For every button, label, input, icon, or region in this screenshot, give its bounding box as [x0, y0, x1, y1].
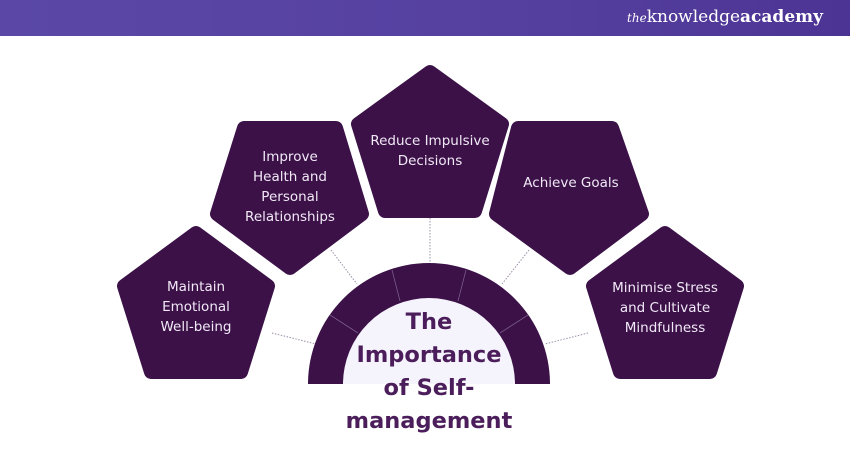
- logo-main: knowledge: [646, 7, 741, 27]
- header-bar: theknowledgeacademy: [0, 0, 850, 36]
- brand-logo: theknowledgeacademy: [627, 7, 823, 27]
- label-line: Well-being: [160, 319, 232, 335]
- diagram-title: The Importance of Self- management: [329, 306, 529, 438]
- label-reduce-impulsive-decisions: Reduce Impulsive Decisions: [345, 131, 515, 171]
- label-line: and Cultivate: [619, 300, 711, 316]
- logo-bold: academy: [740, 7, 823, 27]
- label-line: Mindfulness: [624, 320, 706, 336]
- label-improve-health: Improve Health and Personal Relationship…: [205, 147, 375, 227]
- label-line: Improve: [262, 149, 318, 165]
- label-line: Reduce Impulsive: [370, 133, 490, 149]
- arch-divider: [499, 314, 529, 334]
- arch-divider: [329, 314, 359, 334]
- arch-inner-fill: [343, 298, 515, 384]
- pentagon-maintain-emotional-wellbeing: [117, 226, 275, 379]
- pentagon-reduce-impulsive-decisions: [351, 65, 509, 218]
- pentagon-improve-health: [210, 121, 369, 275]
- label-line: Personal: [261, 189, 319, 205]
- connector-5: [544, 332, 589, 345]
- connector-2: [330, 249, 358, 285]
- title-line: The: [405, 309, 453, 335]
- label-line: Maintain: [166, 279, 226, 295]
- title-line: Importance: [356, 342, 502, 368]
- pentagon-minimise-stress: [586, 226, 744, 379]
- arch-divider: [457, 269, 467, 302]
- label-line: Health and: [252, 169, 328, 185]
- title-line: management: [345, 408, 513, 434]
- label-achieve-goals: Achieve Goals: [486, 173, 656, 193]
- arch-divider: [391, 269, 401, 302]
- label-line: Decisions: [397, 153, 463, 169]
- logo-prefix: the: [627, 11, 647, 25]
- label-line: Achieve Goals: [523, 175, 619, 191]
- title-line: of Self-: [383, 375, 475, 401]
- arch-ring: [308, 263, 550, 384]
- arch-dividers: [329, 269, 529, 334]
- label-line: Minimise Stress: [612, 280, 718, 296]
- pentagon-achieve-goals: [489, 121, 649, 275]
- label-line: Emotional: [162, 299, 230, 315]
- label-minimise-stress: Minimise Stress and Cultivate Mindfulnes…: [580, 278, 750, 338]
- label-line: Relationships: [245, 209, 335, 225]
- connector-4: [501, 249, 530, 285]
- label-maintain-emotional-wellbeing: Maintain Emotional Well-being: [111, 277, 281, 337]
- connectors: [271, 218, 589, 345]
